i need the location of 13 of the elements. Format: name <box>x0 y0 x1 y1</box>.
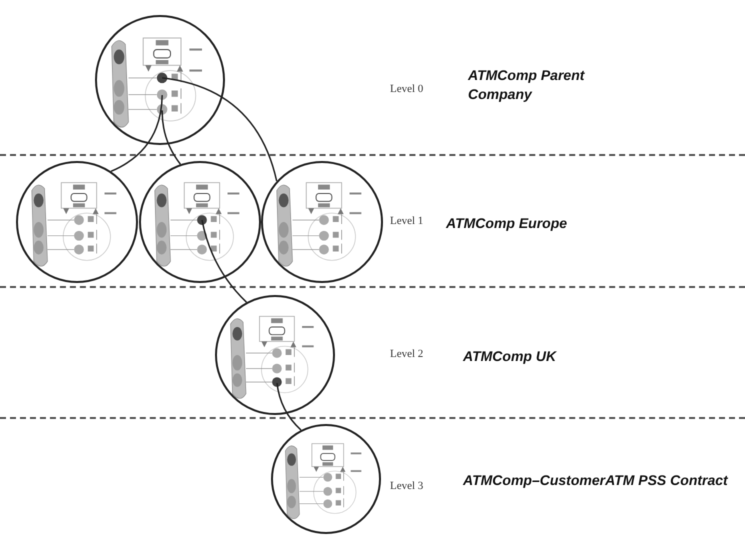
level-label: Level 3 <box>390 480 424 492</box>
level-label: Level 0 <box>390 83 424 95</box>
connector-line <box>162 77 278 182</box>
level-label: Level 2 <box>390 348 424 360</box>
connector-line <box>276 382 302 431</box>
organisation-label: ATMComp Europe <box>446 214 568 233</box>
organisation-label: ATMComp–CustomerATM PSS Contract <box>463 471 729 490</box>
level-label: Level 1 <box>390 215 424 227</box>
organisation-label: ATMComp Parent Company <box>468 66 586 104</box>
connector-line <box>110 95 163 172</box>
organisation-label: ATMComp UK <box>463 347 558 366</box>
connector-line <box>201 220 247 303</box>
connector-line <box>161 110 182 165</box>
